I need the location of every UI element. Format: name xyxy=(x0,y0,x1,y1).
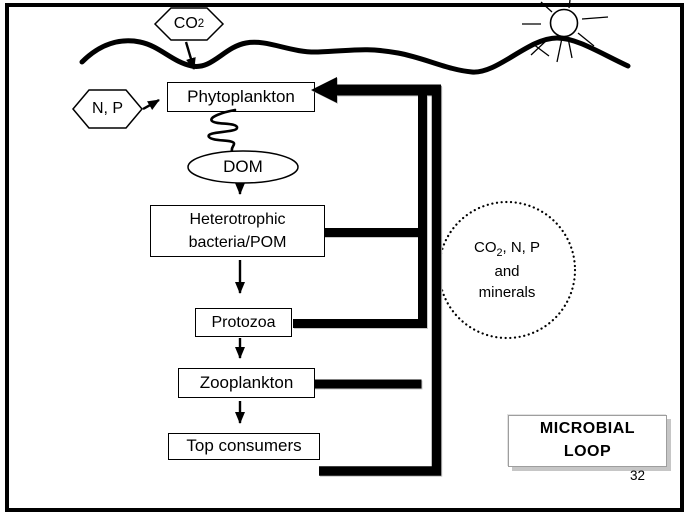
slide-border-frame xyxy=(5,3,684,512)
page-number: 32 xyxy=(629,468,645,483)
node-phytoplankton-label: Phytoplankton xyxy=(187,86,295,106)
recycled-line3: minerals xyxy=(478,284,536,302)
np-text: N, P xyxy=(91,100,124,117)
co2-subscript: 2 xyxy=(197,18,205,30)
node-heterotrophic-bacteria: Heterotrophic bacteria/POM xyxy=(150,205,325,257)
node-top-consumers: Top consumers xyxy=(168,433,320,460)
dom-label: DOM xyxy=(188,151,298,183)
microbial-loop-caption: MICROBIAL LOOP xyxy=(508,415,667,467)
node-protozoa-label: Protozoa xyxy=(211,313,276,331)
node-zooplankton-label: Zooplankton xyxy=(199,372,294,392)
node-bacteria-label-line1: Heterotrophic xyxy=(189,210,286,228)
node-phytoplankton: Phytoplankton xyxy=(167,82,315,112)
recycled-nutrients-label: CO2, N, P and minerals xyxy=(437,226,577,314)
recycled-line2: and xyxy=(494,262,520,280)
node-bacteria-label-line2: bacteria/POM xyxy=(188,234,287,251)
caption-line2: LOOP xyxy=(563,443,612,460)
node-zooplankton: Zooplankton xyxy=(178,368,315,398)
dom-text: DOM xyxy=(223,157,263,176)
recycled-line1: CO2, N, P xyxy=(473,238,541,259)
node-protozoa: Protozoa xyxy=(195,308,292,337)
node-top-consumers-label: Top consumers xyxy=(186,436,302,456)
caption-line1: MICROBIAL xyxy=(539,420,636,438)
co2-text: CO xyxy=(173,15,198,32)
np-input-label: N, P xyxy=(73,90,142,128)
